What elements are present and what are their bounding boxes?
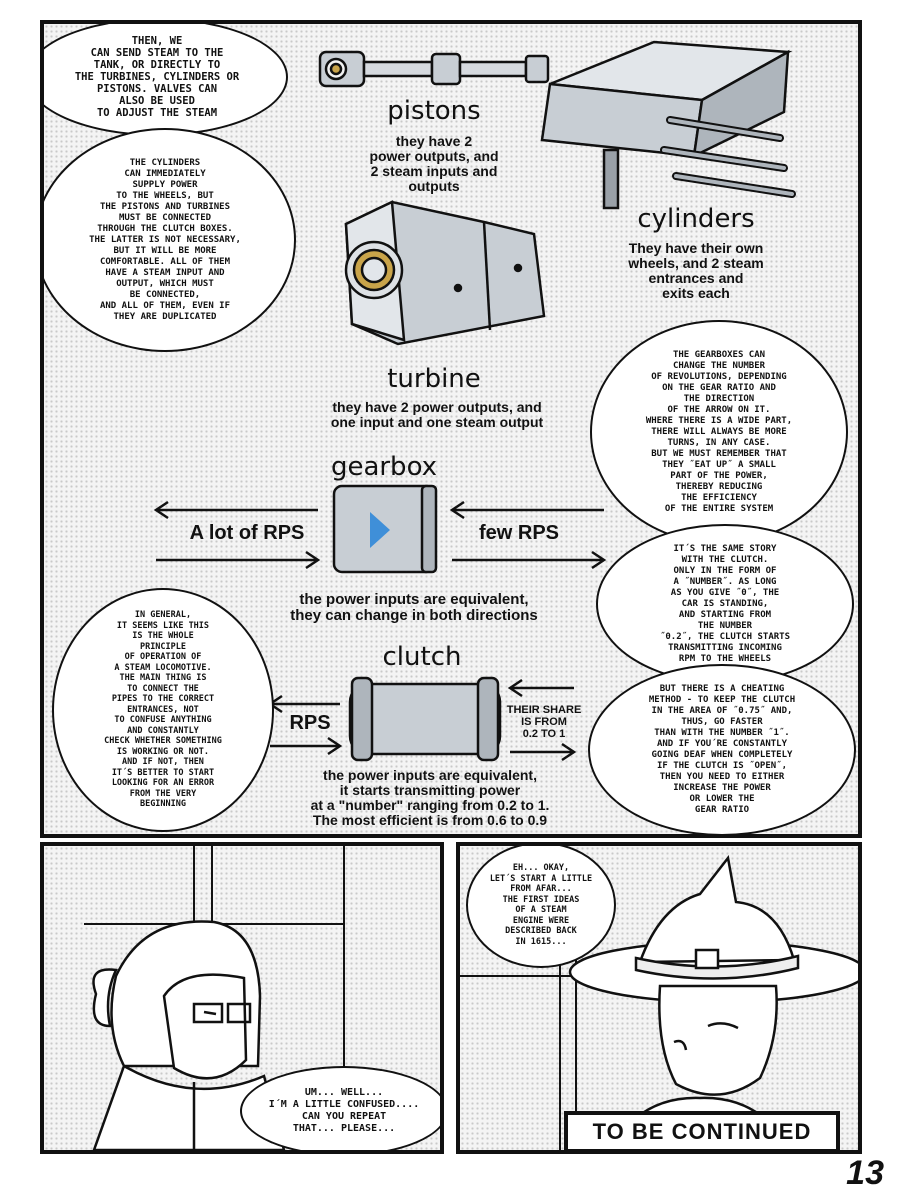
speech-bubble-clutch: It´s the same story with the clutch. Onl… xyxy=(596,524,854,684)
gearbox-right-label: few RPS xyxy=(478,522,560,544)
panel-confused-girl: Um... Well... I´m a little confused.... … xyxy=(40,842,444,1154)
clutch-title: clutch xyxy=(382,642,462,672)
speech-bubble-cheating: But there is a cheating method - to keep… xyxy=(588,664,856,834)
speech-bubble-afar: Eh... Okay, let´s start a little from af… xyxy=(466,846,616,968)
page-number: 13 xyxy=(846,1154,884,1192)
girl-figure xyxy=(92,920,286,1150)
diagram-panel: pistons they have 2 power outputs, and 2… xyxy=(40,20,862,838)
speech-bubble-gearbox: The gearboxes can change the number of r… xyxy=(590,320,848,544)
to-be-continued-box: TO BE CONTINUED xyxy=(564,1111,840,1153)
speech-bubble-cylinders: The cylinders can immediately supply pow… xyxy=(44,128,296,352)
speech-bubble-confused: Um... Well... I´m a little confused.... … xyxy=(240,1066,440,1150)
parts-illustrations xyxy=(153,40,796,762)
cylinders-desc: They have their own wheels, and 2 steam … xyxy=(628,240,764,301)
girl-illustration xyxy=(84,846,345,1150)
gearbox-left-label: A lot of RPS xyxy=(189,522,305,544)
turbine-title: turbine xyxy=(387,364,481,394)
pistons-title: pistons xyxy=(387,96,481,126)
gearbox-title: gearbox xyxy=(330,452,438,482)
speech-bubble-steam-intro: Then, we can send steam to the tank, or … xyxy=(44,24,288,136)
speech-bubble-general: In general, it seems like this is the wh… xyxy=(52,588,274,832)
cylinders-title: cylinders xyxy=(637,204,755,234)
cylinder-image xyxy=(540,40,796,210)
panel-witch-girl: Eh... Okay, let´s start a little from af… xyxy=(456,842,862,1154)
turbine-image xyxy=(344,200,546,346)
turbine-desc: they have 2 power outputs, and one input… xyxy=(330,399,544,430)
clutch-right-label: THEIR SHARE IS FROM 0.2 TO 1 xyxy=(506,704,582,740)
clutch-left-label: RPS xyxy=(289,712,331,734)
pistons-desc: they have 2 power outputs, and 2 steam i… xyxy=(369,133,499,194)
piston-image xyxy=(318,50,550,88)
gearbox-image xyxy=(153,484,607,574)
gearbox-desc: the power inputs are equivalent, they ca… xyxy=(290,591,538,624)
clutch-desc: the power inputs are equivalent, it star… xyxy=(310,767,550,828)
